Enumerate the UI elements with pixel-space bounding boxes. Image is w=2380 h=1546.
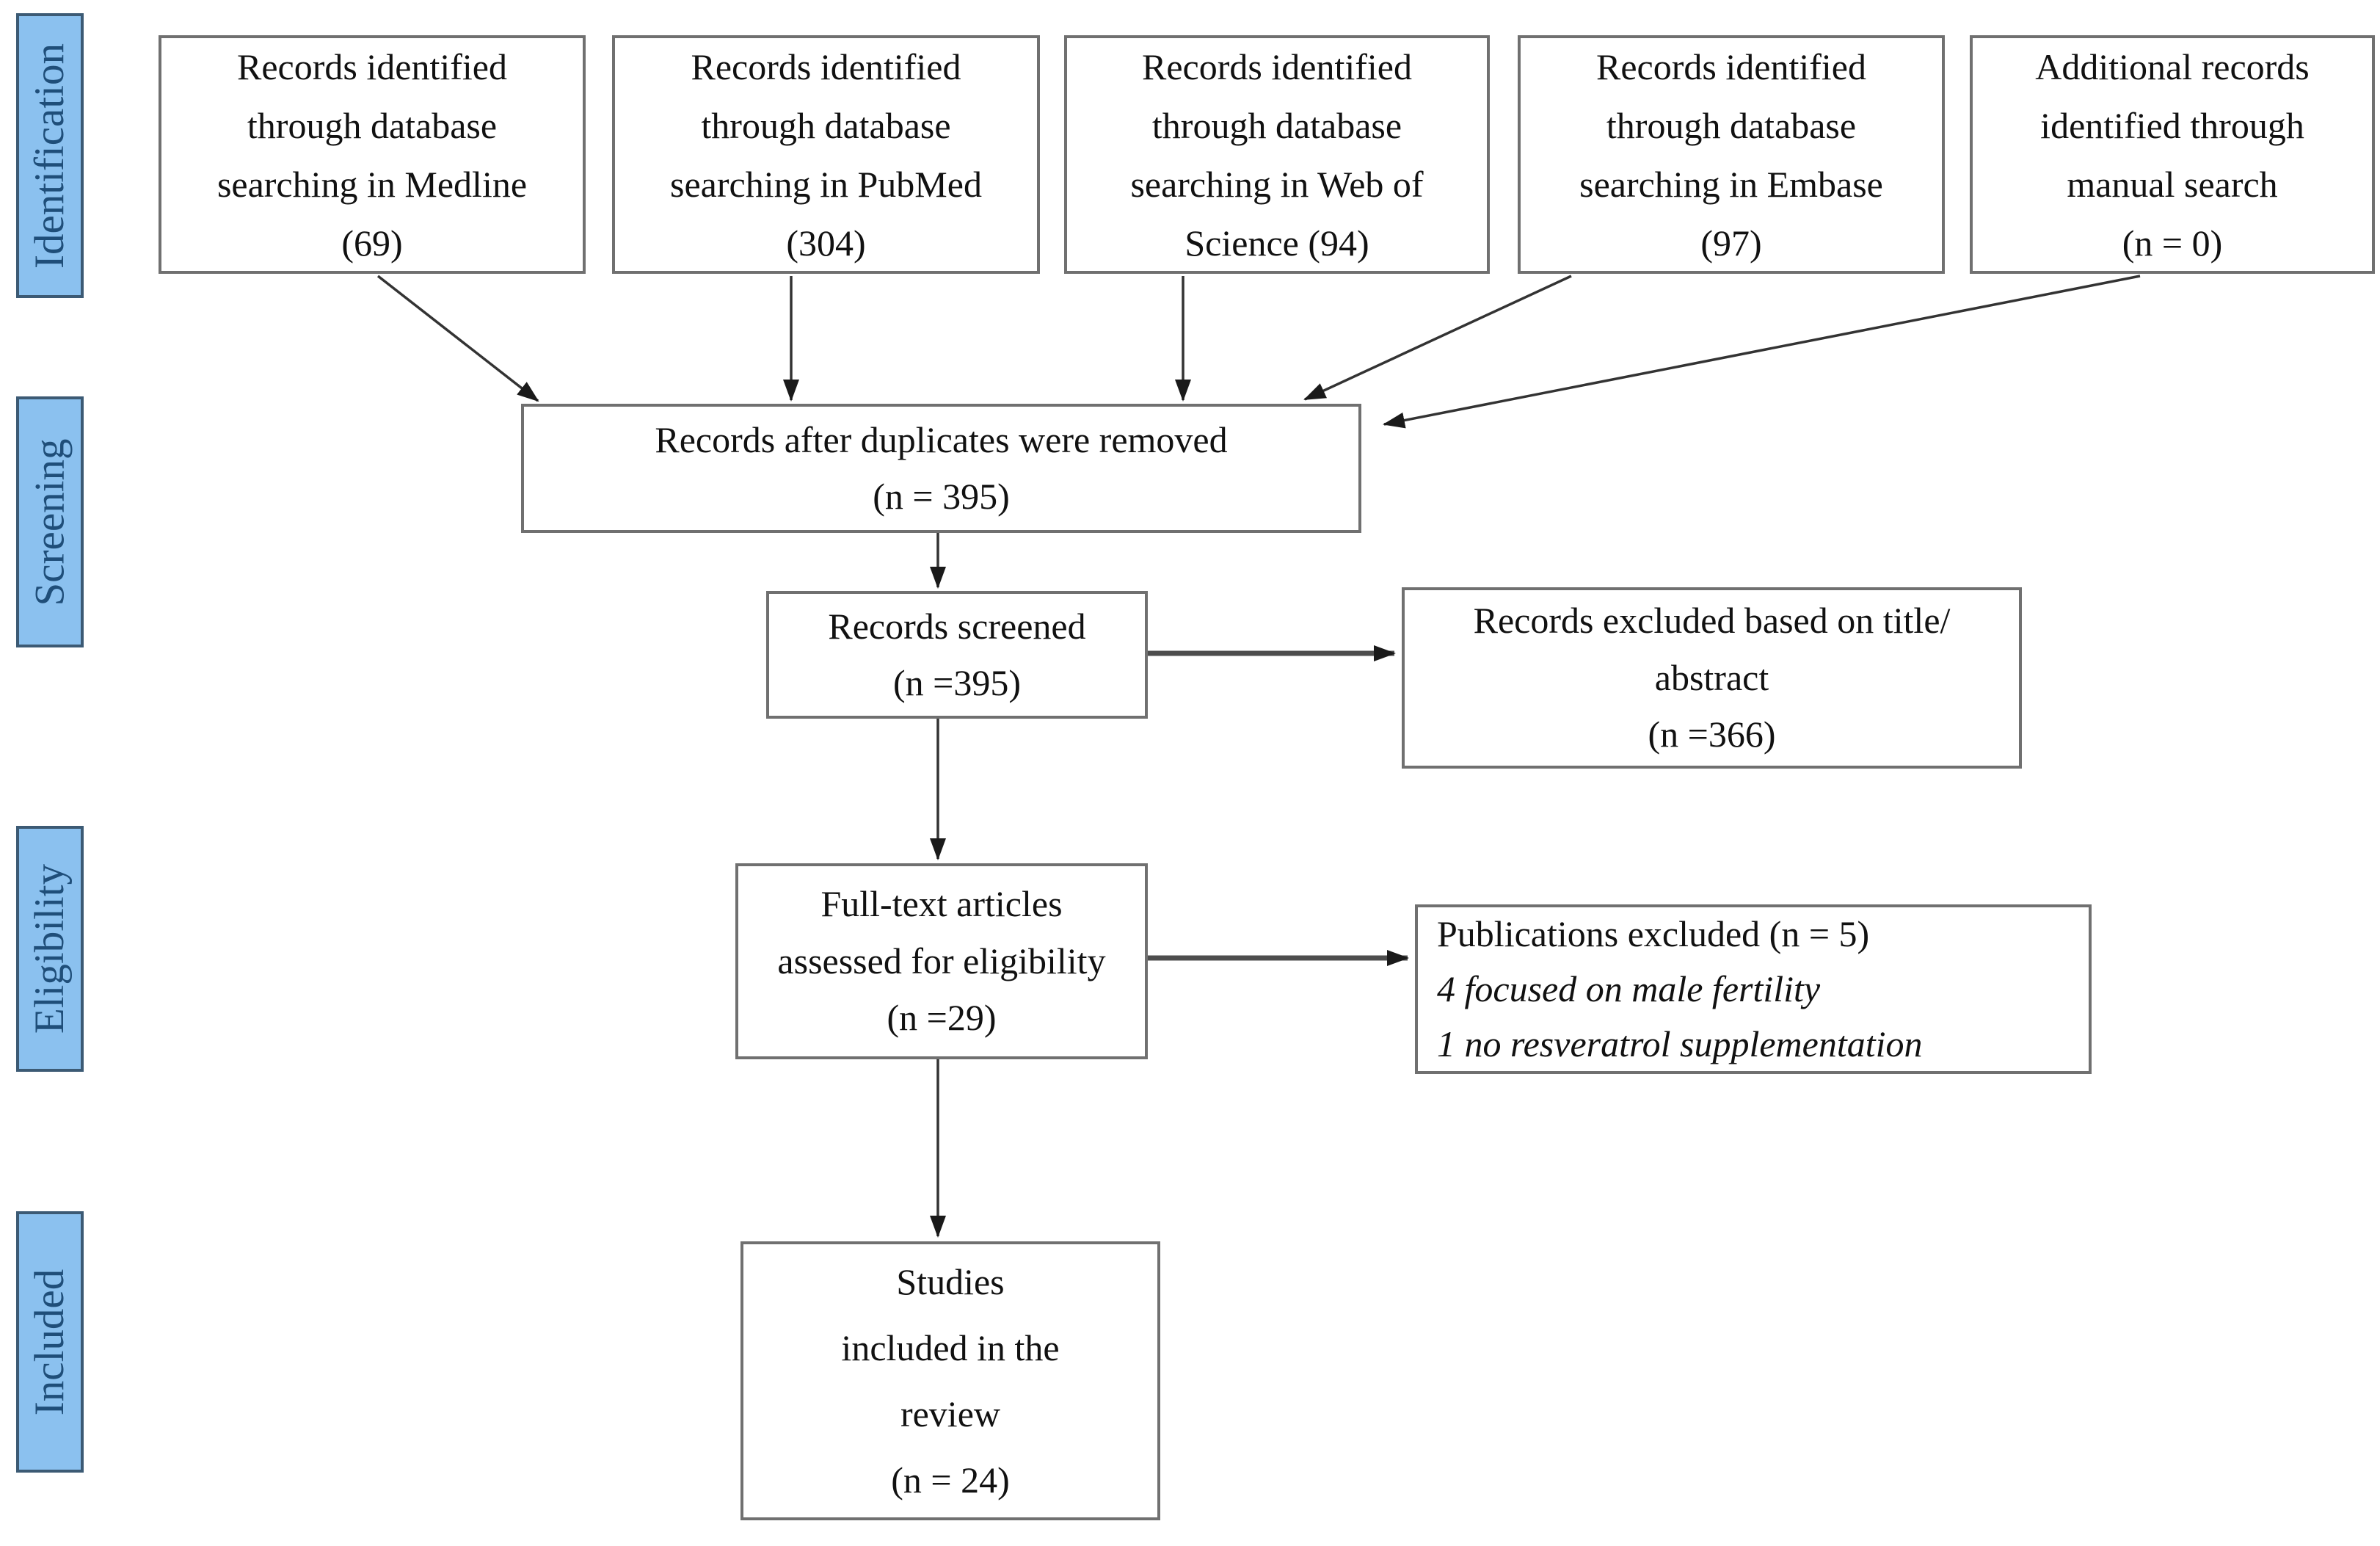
stage-label-text: Eligibility: [26, 863, 73, 1034]
text-line: (97): [1700, 222, 1762, 264]
stage-label-text: Identification: [26, 43, 73, 269]
box-fulltext-assessed: Full-text articles assessed for eligibil…: [735, 863, 1148, 1059]
text-line: Records identified: [691, 46, 961, 87]
text-line: included in the: [841, 1327, 1060, 1368]
box-records-after-duplicates-removed: Records after duplicates were removed (n…: [521, 404, 1361, 533]
stage-label-identification: Identification: [16, 13, 84, 298]
box-records-screened: Records screened (n =395): [766, 591, 1148, 719]
box-additional-records-manual-search: Additional records identified through ma…: [1970, 35, 2375, 274]
text-line-reason: 4 focused on male fertility: [1437, 968, 1821, 1009]
text-line: (n =395): [893, 662, 1021, 703]
stage-label-screening: Screening: [16, 396, 84, 647]
stage-label-text: Included: [26, 1269, 73, 1415]
text-line: Records identified: [237, 46, 507, 87]
text-line: searching in Web of: [1130, 163, 1424, 205]
arrow-embase-to-duplicates: [1303, 275, 1572, 401]
text-line-reason: 1 no resveratrol supplementation: [1437, 1023, 1923, 1064]
text-line: Records identified: [1596, 46, 1866, 87]
box-records-medline: Records identified through database sear…: [159, 35, 586, 274]
text-line: identified through: [2040, 104, 2304, 146]
text-line: through database: [1151, 104, 1402, 146]
text-line: Records identified: [1142, 46, 1412, 87]
text-line: Records excluded based on title/: [1473, 600, 1951, 642]
stage-label-eligibility: Eligibility: [16, 826, 84, 1072]
text-line: (n = 0): [2122, 222, 2223, 264]
box-publications-excluded: Publications excluded (n = 5) 4 focused …: [1415, 904, 2092, 1074]
text-line: Studies: [896, 1261, 1005, 1302]
box-records-excluded-title-abstract: Records excluded based on title/ abstrac…: [1402, 587, 2022, 769]
box-records-web-of-science: Records identified through database sear…: [1064, 35, 1490, 274]
text-line: Records after duplicates were removed: [655, 418, 1228, 460]
text-line: abstract: [1654, 656, 1769, 698]
text-line: (n = 24): [891, 1459, 1010, 1500]
text-line: (304): [786, 222, 866, 264]
text-line: Full-text articles: [820, 883, 1063, 925]
stage-label-text: Screening: [26, 438, 73, 606]
text-line: Publications excluded (n = 5): [1437, 913, 1870, 954]
text-line: Additional records: [2035, 46, 2310, 87]
text-line: assessed for eligibility: [777, 940, 1106, 981]
text-line: through database: [247, 104, 498, 146]
text-line: (n = 395): [873, 476, 1010, 517]
text-line: through database: [701, 104, 951, 146]
text-line: review: [900, 1393, 1001, 1434]
box-records-pubmed: Records identified through database sear…: [612, 35, 1040, 274]
text-line: searching in PubMed: [670, 163, 982, 205]
text-line: through database: [1606, 104, 1857, 146]
text-line: (n =29): [887, 997, 997, 1039]
text-line: searching in Medline: [216, 163, 528, 205]
box-studies-included: Studies included in the review (n = 24): [740, 1241, 1160, 1520]
stage-label-included: Included: [16, 1211, 84, 1473]
text-line: (69): [341, 222, 403, 264]
text-line: Records screened: [828, 605, 1086, 647]
text-line: manual search: [2067, 163, 2278, 205]
text-line: searching in Embase: [1579, 163, 1883, 205]
arrow-manual-to-duplicates: [1383, 275, 2141, 429]
box-records-embase: Records identified through database sear…: [1518, 35, 1945, 274]
text-line: Science (94): [1184, 222, 1369, 264]
arrow-medline-to-duplicates: [376, 275, 539, 402]
text-line: (n =366): [1648, 714, 1776, 755]
